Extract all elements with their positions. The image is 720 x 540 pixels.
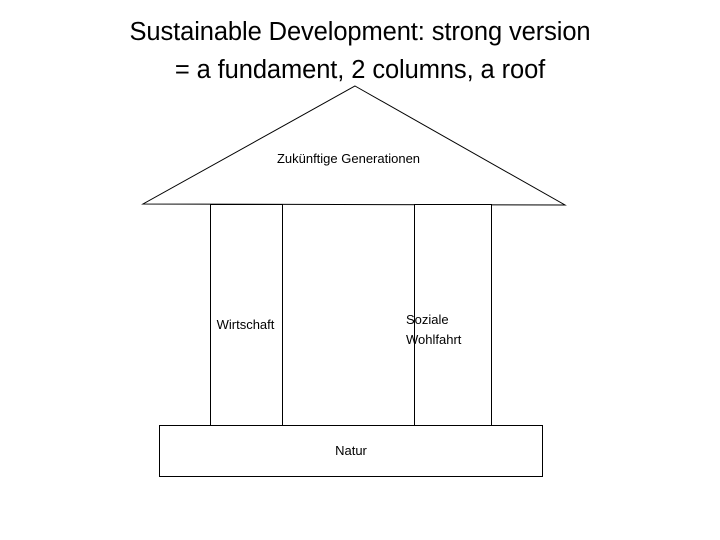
column-right-label-line-1: Soziale: [406, 312, 449, 327]
title-line-1: Sustainable Development: strong version: [129, 18, 591, 46]
page-title: Sustainable Development: strong version …: [0, 13, 720, 89]
column-right-label: Soziale Wohlfahrt: [406, 310, 526, 350]
title-line-2: = a fundament, 2 columns, a roof: [174, 56, 546, 84]
column-left-rect: [210, 204, 283, 427]
roof-triangle: [141, 85, 567, 206]
foundation-rect: [159, 425, 543, 477]
roof-label: Zukünftige Generationen: [276, 151, 421, 166]
column-left-label: Wirtschaft: [216, 317, 275, 332]
foundation-label: Natur: [335, 443, 367, 458]
column-right-label-line-2: Wohlfahrt: [406, 332, 462, 347]
